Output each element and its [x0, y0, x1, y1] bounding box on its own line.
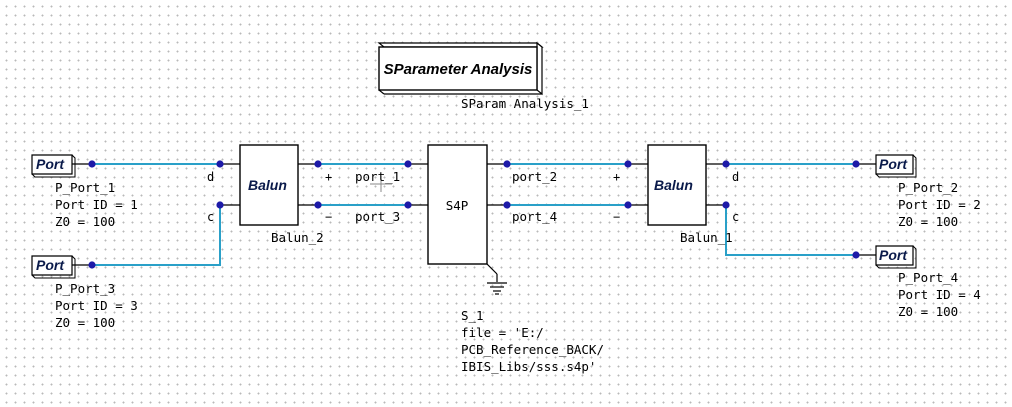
port-p4-id: Port ID = 4	[898, 287, 981, 302]
port-p1-label: Port	[36, 156, 65, 172]
ground-icon	[486, 263, 507, 295]
port-p4-label: Port	[879, 247, 908, 263]
balun-1-pin-plus: +	[613, 170, 620, 184]
s4p-pin-port2: port_2	[512, 169, 557, 184]
s4p-pin-port3: port_3	[355, 209, 400, 224]
sparam-analysis-instance: SParam Analysis_1	[461, 96, 589, 111]
nodes	[88, 160, 860, 269]
port-p2[interactable]: Port	[875, 154, 917, 178]
balun-2-name: Balun_2	[271, 230, 324, 245]
s4p-file-line-1: file = 'E:/	[461, 325, 544, 340]
crosshair-icon	[370, 176, 392, 192]
port-p1[interactable]: Port	[31, 154, 76, 178]
balun-2-pin-d: d	[207, 170, 214, 184]
balun-1-label: Balun	[654, 177, 693, 193]
port-p4-name: P_Port_4	[898, 270, 958, 285]
port-p2-id: Port ID = 2	[898, 197, 981, 212]
balun-1-name: Balun_1	[680, 230, 733, 245]
balun-1[interactable]: Balun	[647, 144, 707, 226]
balun-1-pin-d: d	[732, 170, 739, 184]
balun-1-pin-minus: −	[613, 210, 620, 224]
port-p4-z0: Z0 = 100	[898, 304, 958, 319]
s4p-pin-port1: port_1	[355, 169, 400, 184]
balun-2-pin-c: c	[207, 210, 214, 224]
port-p4[interactable]: Port	[875, 245, 917, 269]
port-p3[interactable]: Port	[31, 255, 76, 279]
s4p-label: S4P	[446, 198, 469, 213]
s4p-block[interactable]: S4P	[427, 144, 488, 265]
port-p2-z0: Z0 = 100	[898, 214, 958, 229]
balun-2-pin-plus: +	[325, 170, 332, 184]
port-p3-id: Port ID = 3	[55, 298, 138, 313]
port-p3-label: Port	[36, 257, 65, 273]
wire-balun1-c-port4[interactable]	[725, 205, 856, 256]
balun-2[interactable]: Balun	[239, 144, 299, 226]
s4p-file-line-3: IBIS_Libs/sss.s4p'	[461, 359, 596, 374]
balun-1-pin-c: c	[732, 210, 739, 224]
port-p2-name: P_Port_2	[898, 180, 958, 195]
s4p-pin-port4: port_4	[512, 209, 557, 224]
wire-port3-balun2-c[interactable]	[92, 205, 221, 266]
sparam-analysis-title: SParameter Analysis	[384, 61, 533, 78]
s4p-file-line-2: PCB_Reference_BACK/	[461, 342, 604, 357]
port-p1-name: P_Port_1	[55, 180, 115, 195]
port-p1-id: Port ID = 1	[55, 197, 138, 212]
port-p2-label: Port	[879, 156, 908, 172]
balun-2-label: Balun	[248, 177, 287, 193]
wires	[92, 163, 856, 266]
s4p-name: S_1	[461, 308, 484, 323]
port-p3-name: P_Port_3	[55, 281, 115, 296]
port-p3-z0: Z0 = 100	[55, 315, 115, 330]
port-p1-z0: Z0 = 100	[55, 214, 115, 229]
sparam-analysis-block[interactable]: SParameter Analysis	[377, 41, 544, 96]
balun-2-pin-minus: −	[325, 210, 332, 224]
